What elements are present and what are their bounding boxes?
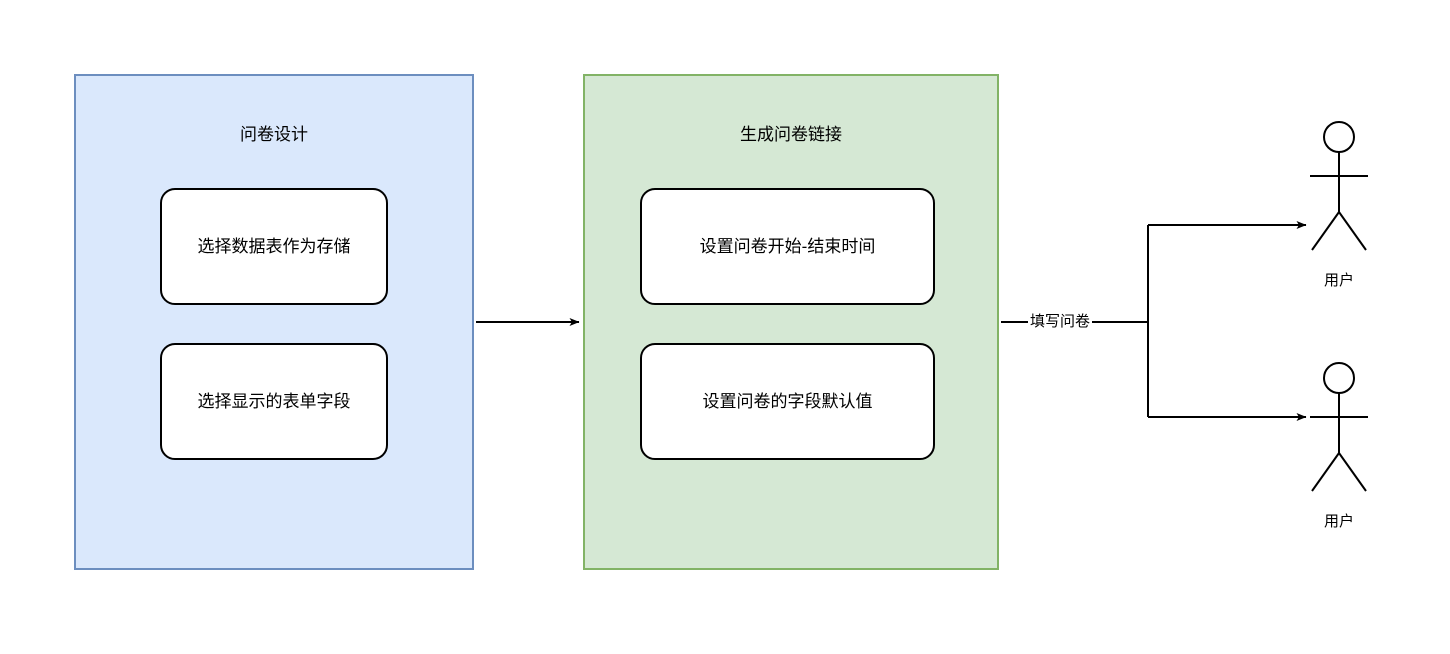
actor-user-bottom-label: 用户 <box>1323 513 1354 530</box>
group-design-title: 问卷设计 <box>240 125 308 144</box>
node-pick-fields[interactable]: 选择显示的表单字段 <box>160 343 388 460</box>
stick-figure-icon <box>1310 121 1368 251</box>
node-pick-fields-label: 选择显示的表单字段 <box>197 391 351 411</box>
node-set-time[interactable]: 设置问卷开始-结束时间 <box>640 188 935 305</box>
node-pick-table-label: 选择数据表作为存储 <box>197 236 351 256</box>
group-generate-link[interactable]: 生成问卷链接 <box>583 74 999 570</box>
node-pick-table[interactable]: 选择数据表作为存储 <box>160 188 388 305</box>
group-generate-link-title: 生成问卷链接 <box>740 125 842 144</box>
node-set-defaults-label: 设置问卷的字段默认值 <box>702 391 873 411</box>
actor-user-top-label: 用户 <box>1323 272 1354 289</box>
actor-user-bottom[interactable]: 用户 <box>1294 361 1384 541</box>
edge-link-to-users-label: 填写问卷 <box>1028 313 1093 331</box>
node-set-time-label: 设置问卷开始-结束时间 <box>699 236 876 256</box>
group-design[interactable]: 问卷设计 <box>74 74 474 570</box>
actor-user-top[interactable]: 用户 <box>1294 120 1384 300</box>
stick-figure-icon <box>1310 362 1368 492</box>
node-set-defaults[interactable]: 设置问卷的字段默认值 <box>640 343 935 460</box>
